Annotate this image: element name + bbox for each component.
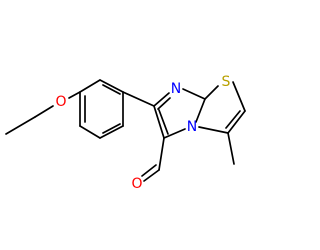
bond-aryl-c6 xyxy=(122,91,155,107)
atom-labels: O N N S O xyxy=(55,74,230,192)
bond-c2-c3-double xyxy=(225,110,241,129)
bond-c7a-n4 xyxy=(195,98,206,123)
atom-label-bridgehead-nitrogen: N xyxy=(187,119,197,135)
chemical-structure: O N N S O xyxy=(5,74,246,192)
bond-c7a-s xyxy=(204,85,219,100)
bond-s-c2 xyxy=(232,81,246,112)
atom-label-sulfur: S xyxy=(222,74,231,90)
bond-c2-c3 xyxy=(227,110,246,134)
bond-o-aryl xyxy=(68,91,81,99)
bond-c3-n4 xyxy=(198,126,229,134)
bond-c3-methyl xyxy=(227,132,235,165)
bond-c5-c6-double xyxy=(158,109,169,135)
bond-ring-3 xyxy=(99,125,124,139)
bonds xyxy=(5,79,246,182)
bond-ethyl-ch3-ch2 xyxy=(5,116,36,135)
bond-n7-c7a xyxy=(182,88,206,100)
bond-ring-inner-2 xyxy=(102,123,121,134)
bond-cho-o-double xyxy=(141,164,157,177)
atom-label-aldehyde-oxygen: O xyxy=(131,176,142,192)
atom-label-ether-oxygen: O xyxy=(55,94,66,110)
bond-ring-6 xyxy=(79,79,101,93)
bond-n4-c5 xyxy=(163,128,186,139)
bond-c5-cho xyxy=(158,137,165,171)
bond-c6-n7 xyxy=(153,92,170,107)
bond-ring-2 xyxy=(79,125,101,139)
bond-c5-c6 xyxy=(153,105,165,139)
bond-ethyl-ch2-o xyxy=(34,105,54,118)
bond-ring-5 xyxy=(99,79,124,93)
atom-label-imidazole-nitrogen: N xyxy=(171,81,181,97)
bond-cho-o xyxy=(143,169,160,182)
bond-ring-inner-3 xyxy=(102,84,121,95)
bond-c6-n7-double xyxy=(157,97,171,110)
